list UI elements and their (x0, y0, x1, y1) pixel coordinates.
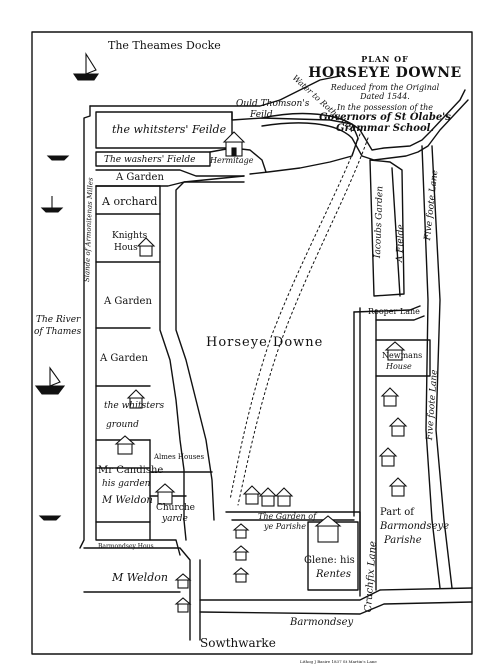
label-newmans: Newmans (382, 351, 423, 360)
label-the-garden-of: The Garden of (258, 512, 317, 521)
title-line-3: Reduced from the Original (330, 83, 440, 92)
label-a-garden-mid: A Garden (104, 296, 152, 307)
boat-icon-2 (46, 155, 70, 161)
label-rooper-lane: Rooper Lane (368, 307, 420, 316)
rooper-lane (353, 305, 421, 313)
map-border (31, 31, 473, 655)
label-m-weldon: M Weldon (112, 571, 168, 584)
label-thames: of Thames (34, 327, 82, 337)
title-line-2: HORSEYE DOWNE (308, 65, 462, 81)
label-part-of: Part of (380, 507, 414, 518)
footpath (229, 133, 361, 501)
knights-hous-icon (136, 237, 156, 257)
glene-house-icon (314, 515, 342, 543)
label-feild: Feild (250, 110, 273, 120)
houses (114, 131, 408, 613)
iacoubs-garden (369, 159, 405, 297)
newmans-house-icon (384, 341, 406, 361)
parish-houses-icon (174, 387, 408, 613)
label-ground: ground (106, 420, 139, 430)
label-barmondseye: Barmondseye (380, 521, 450, 532)
label-hous: Hous (114, 243, 138, 253)
label-ye-parishe: ye Parishe (264, 522, 306, 531)
title-line-5: In the possession of the (336, 103, 434, 112)
label-house: House (386, 362, 412, 371)
label-a-garden-top: A Garden (116, 172, 164, 183)
label-m-weldon-inner: M Weldon (102, 495, 153, 506)
label-his-garden: his garden (102, 479, 151, 489)
west-river-bank (79, 105, 91, 549)
hermitage-icon (222, 131, 246, 157)
label-river-of: The River (36, 315, 81, 325)
east-road (261, 89, 466, 151)
almes-houses-icon (114, 435, 136, 455)
title-line-6: Governors of St Olabe's (319, 112, 451, 123)
boat-icon-5 (38, 515, 62, 521)
label-the-whitsters: the whitsters (104, 401, 165, 411)
label-southwarke: Sowthwarke (200, 636, 276, 650)
north-river-bank (89, 99, 281, 107)
church-icon (154, 483, 176, 505)
label-yarde: yarde (162, 514, 188, 524)
label-knights: Knights (112, 231, 148, 241)
boats (34, 52, 100, 521)
label-churche: Churche (156, 503, 195, 513)
label-a-garden-low: A Garden (100, 353, 148, 364)
label-parishe: Parishe (384, 535, 422, 546)
label-thames-docke: The Theames Docke (108, 39, 221, 52)
label-rentes: Rentes (316, 569, 351, 580)
five-foote-lane (421, 145, 441, 589)
washers-fielde-plot (95, 151, 211, 167)
map-title-block: PLAN OF HORSEYE DOWNE Reduced from the O… (300, 54, 470, 134)
label-horseye-downe: Horseye Downe (206, 335, 324, 350)
label-almes-houses: Almes Houses (154, 453, 205, 461)
title-line-4: Dated 1544. (360, 92, 410, 101)
whitsters-house-icon (126, 389, 146, 409)
boat-icon-3 (40, 196, 64, 213)
label-a-orchard: A orchard (102, 195, 158, 208)
lithographer-credit: Lithog J Basire 1837 St Martin's Lane (300, 659, 377, 664)
label-ould-thomsons: Ould Thomson's (236, 99, 310, 109)
label-barmondsey: Barmondsey (290, 617, 354, 628)
label-glene-his: Glene: his (304, 555, 355, 566)
label-whitsters-feilde: the whitsters' Feilde (112, 123, 227, 136)
label-barmondsey-hous: Barmondsey Hous (98, 543, 154, 550)
label-hermitage: Hermitage (210, 156, 254, 165)
southwark-road (83, 547, 191, 641)
label-mr-candishe: Mr Candishe (98, 465, 164, 476)
ould-thomsons-feild-plot (231, 111, 359, 175)
label-a-fielde: A Fielde (395, 224, 407, 263)
label-washers-fielde: The washers' Fielde (104, 155, 196, 165)
title-line-7: Grammar School. (336, 123, 434, 134)
title-line-1: PLAN OF (361, 54, 409, 64)
central-road (175, 175, 245, 521)
boat-icon-4 (34, 366, 66, 395)
boat-icon-1 (72, 52, 100, 81)
